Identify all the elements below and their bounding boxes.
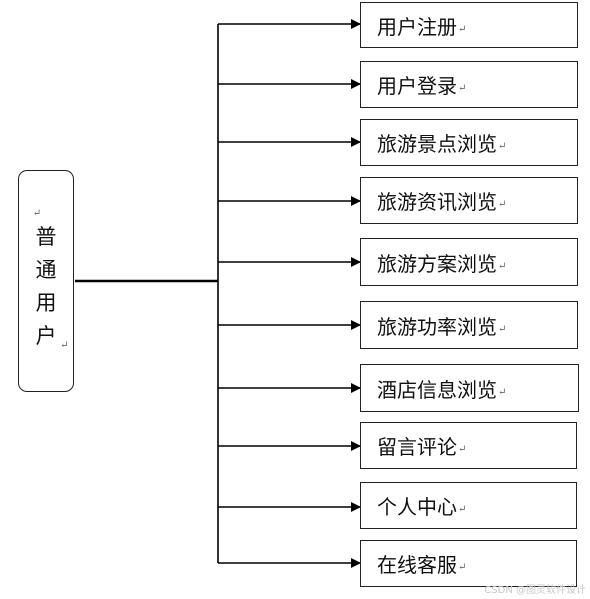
node-label: 旅游方案浏览 <box>377 251 497 276</box>
node-label: 旅游资讯浏览 <box>377 190 497 214</box>
paragraph-mark: ↵ <box>498 386 507 398</box>
node-message-comment: 留言评论 ↵ <box>360 422 577 469</box>
root-char-4: 户 <box>35 324 57 348</box>
node-label: 旅游功率浏览 <box>377 314 497 339</box>
paragraph-mark: ↵ <box>458 444 467 455</box>
node-label: 用户注册 <box>377 14 457 39</box>
paragraph-mark: ↵ <box>458 23 467 35</box>
root-char-2: 通 <box>35 258 57 282</box>
watermark-text: CSDN @图灵软件设计 <box>484 585 586 596</box>
paragraph-mark: ↵ <box>498 199 507 210</box>
node-travel-guide-browse: 旅游功率浏览 ↵ <box>360 301 578 349</box>
root-char-4-wrap: 户 ↵ <box>35 320 69 353</box>
paragraph-mark: ↵ <box>498 260 507 272</box>
paragraph-mark: ↵ <box>458 504 467 515</box>
root-node-regular-user: ↵ 普 通 用 户 ↵ <box>18 170 74 392</box>
node-label: 留言评论 <box>377 435 457 459</box>
node-travel-news-browse: 旅游资讯浏览 ↵ <box>360 177 578 224</box>
root-char-1: 普 <box>35 225 57 249</box>
root-char-3: 用 <box>35 291 57 315</box>
paragraph-mark: ↵ <box>32 208 42 219</box>
node-online-support: 在线客服 ↵ <box>360 540 577 587</box>
node-hotel-info-browse: 酒店信息浏览 ↵ <box>360 364 579 412</box>
paragraph-mark: ↵ <box>498 323 507 335</box>
node-user-login: 用户登录 ↵ <box>360 61 578 108</box>
node-label: 旅游景点浏览 <box>377 132 497 156</box>
paragraph-mark: ↵ <box>458 83 467 94</box>
node-label: 酒店信息浏览 <box>377 377 497 402</box>
node-label: 用户登录 <box>377 74 457 98</box>
node-scenic-spot-browse: 旅游景点浏览 ↵ <box>360 119 578 166</box>
node-user-registration: 用户注册 ↵ <box>360 2 578 48</box>
node-label: 在线客服 <box>377 553 457 577</box>
paragraph-mark: ↵ <box>498 141 507 152</box>
node-travel-plan-browse: 旅游方案浏览 ↵ <box>360 238 578 286</box>
node-label: 个人中心 <box>377 495 457 519</box>
paragraph-mark: ↵ <box>458 562 467 573</box>
paragraph-mark: ↵ <box>60 340 69 351</box>
node-personal-center: 个人中心 ↵ <box>360 482 577 529</box>
